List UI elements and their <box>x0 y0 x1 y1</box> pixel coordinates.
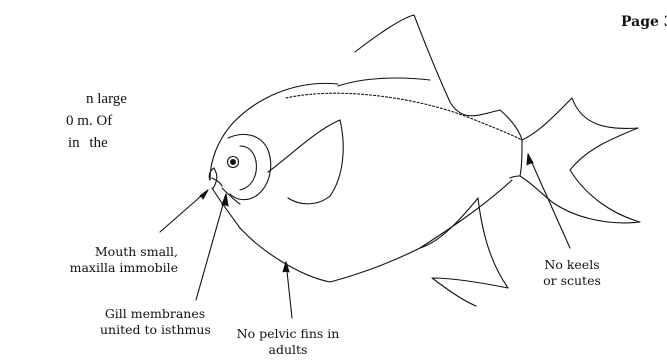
callout-line: adults <box>228 342 348 358</box>
callout-line: or scutes <box>532 273 612 289</box>
anal-fin-ray <box>510 176 520 178</box>
arrow-gill <box>196 194 226 300</box>
callout-line: Gill membranes <box>100 306 210 322</box>
lateral-line <box>286 93 522 140</box>
caudal-fin <box>520 98 640 223</box>
anal-fin <box>330 198 508 306</box>
anal-fin-base <box>420 180 512 248</box>
arrow-keels <box>528 154 570 248</box>
callout-line: No keels <box>532 257 612 273</box>
callout-mouth: Mouth small, maxilla immobile <box>48 244 178 276</box>
arrowhead-mouth <box>200 190 208 199</box>
callout-keels: No keels or scutes <box>532 257 612 289</box>
callout-gill-membranes: Gill membranes united to isthmus <box>100 306 210 338</box>
callout-line: Mouth small, <box>48 244 178 260</box>
caudal-peduncle-upper <box>500 110 522 140</box>
callout-line: No pelvic fins in <box>228 326 348 342</box>
caudal-peduncle-lower <box>520 140 522 176</box>
callout-line: maxilla immobile <box>48 260 178 276</box>
gill-cover-inner <box>240 146 256 190</box>
arrowhead-gill <box>222 194 228 206</box>
pectoral-fin <box>268 120 343 204</box>
dorsal-fin-base <box>338 78 430 86</box>
pupil <box>231 160 236 165</box>
callout-pelvic-fins: No pelvic fins in adults <box>228 326 348 358</box>
dorsal-fin <box>355 15 500 116</box>
callout-line: united to isthmus <box>100 322 210 338</box>
body-outline-lower <box>212 188 330 282</box>
